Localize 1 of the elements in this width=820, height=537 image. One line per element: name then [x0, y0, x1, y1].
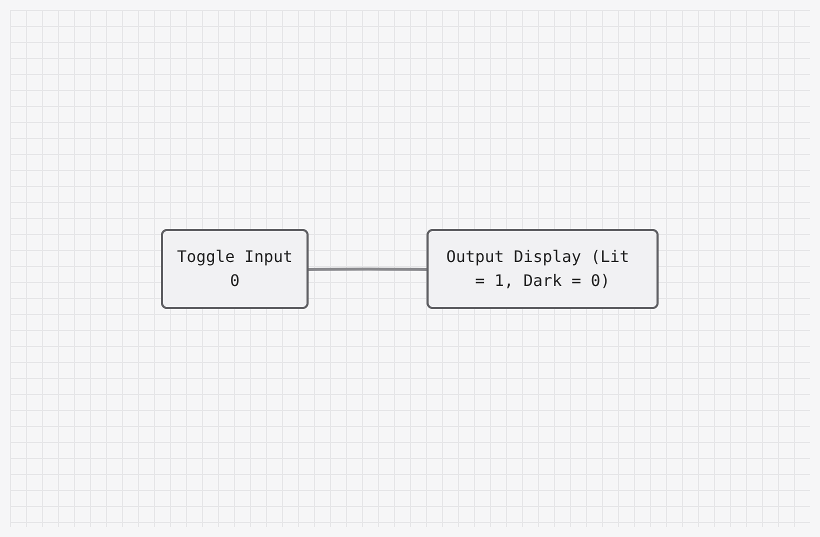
connector: [308, 267, 428, 270]
